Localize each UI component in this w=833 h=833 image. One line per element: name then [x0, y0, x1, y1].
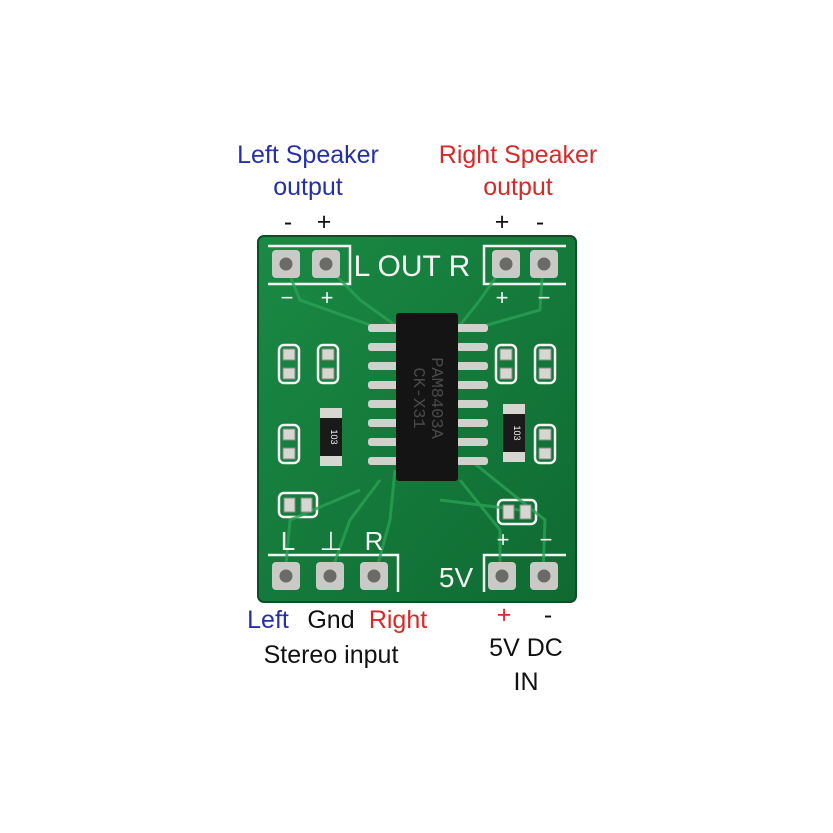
left-speaker-plus-label: + — [316, 208, 332, 236]
input-left-label: Left — [247, 606, 289, 634]
pad-input-right — [360, 562, 388, 590]
right-speaker-label: Right Speaker — [438, 141, 598, 169]
silk-top-right-minus: − — [538, 285, 551, 310]
pad-power-minus — [530, 562, 558, 590]
amplifier-chip — [396, 313, 458, 481]
silk-bottom-minus: − — [540, 527, 553, 552]
input-right-label: Right — [368, 606, 428, 634]
silk-top-right-plus: + — [496, 285, 509, 310]
left-speaker-label: Left Speaker — [237, 141, 379, 169]
power-in-label: IN — [513, 668, 539, 696]
pad-right-plus — [492, 250, 520, 278]
power-5v-dc-label: 5V DC — [489, 634, 563, 662]
chip-marking-1: PAM8403A — [426, 357, 445, 439]
power-minus-label: - — [543, 601, 553, 629]
silkscreen-outlines — [268, 244, 566, 592]
pad-power-plus — [488, 562, 516, 590]
resistor-left — [320, 408, 342, 466]
pad-left-minus — [272, 250, 300, 278]
silk-gnd: ⊥ — [320, 526, 343, 556]
silk-5v: 5V — [439, 562, 474, 593]
through-hole-pads — [272, 250, 558, 590]
power-plus-label: + — [496, 601, 512, 629]
pad-right-minus — [530, 250, 558, 278]
input-gnd-label: Gnd — [307, 606, 355, 634]
chip-pins — [368, 324, 488, 465]
pad-input-gnd — [316, 562, 344, 590]
pad-left-plus — [312, 250, 340, 278]
smd-pads — [282, 348, 552, 520]
left-speaker-minus-label: - — [283, 208, 293, 236]
silk-top-left-plus: + — [321, 285, 334, 310]
silk-r: R — [365, 526, 384, 556]
silk-l-out-r: L OUT R — [354, 250, 471, 283]
pad-input-left — [272, 562, 300, 590]
resistor-left-code: 103 — [329, 429, 339, 444]
resistor-right — [503, 404, 525, 462]
chip-marking-2: CK-X31 — [408, 367, 427, 428]
right-speaker-plus-label: + — [494, 208, 510, 236]
resistor-right-code: 103 — [512, 425, 522, 440]
silk-l: L — [281, 526, 295, 556]
stereo-input-label: Stereo input — [263, 641, 399, 669]
right-speaker-minus-label: - — [535, 208, 545, 236]
silk-bottom-plus: + — [497, 527, 510, 552]
silk-top-left-minus: − — [281, 285, 294, 310]
left-speaker-output-label: output — [273, 173, 343, 201]
right-speaker-output-label: output — [483, 173, 553, 201]
